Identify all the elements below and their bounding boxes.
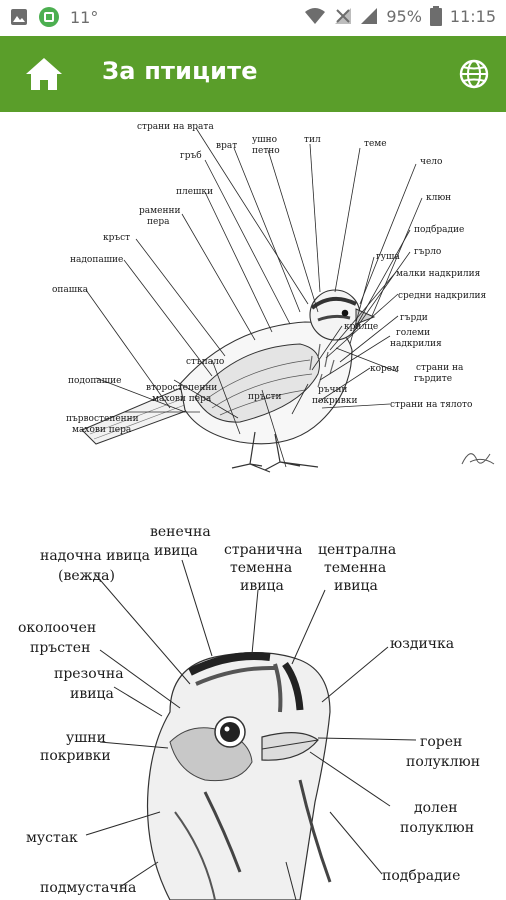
label-submoustachial: подмустачна [40, 880, 136, 896]
temperature-text: 11° [70, 7, 99, 27]
label-alula: крилце [344, 322, 378, 332]
label-back: гръб [180, 150, 202, 161]
globe-icon[interactable] [458, 58, 490, 90]
diagram2-leader-lines [85, 559, 417, 900]
label-undertail: подопашие [68, 376, 121, 386]
artist-signature [461, 453, 495, 465]
battery-icon [429, 6, 442, 26]
label-breast: гърди [400, 313, 428, 323]
label-moustache: мустак [26, 830, 78, 846]
label-neck-sides: страни на врата [137, 122, 214, 132]
battery-percent: 95% [386, 6, 422, 26]
app-bar: За птиците [0, 36, 506, 112]
signal-off-icon [335, 8, 352, 24]
bird-body-illustration [81, 289, 376, 473]
label-flanks: страни на тялото [390, 400, 472, 410]
label-chin: подбрадие [414, 224, 464, 235]
diagram1-leader-lines [85, 127, 423, 468]
label-foot: стъпало [186, 357, 224, 367]
label-tail: опашка [52, 285, 89, 295]
label-rump: кръст [103, 233, 130, 243]
label-throat: гърло [414, 247, 441, 257]
label-nape: врат [216, 141, 237, 151]
label-crop: гуша [376, 252, 400, 262]
label-crown: теме [364, 139, 387, 149]
label-scapulars: плешки [176, 187, 213, 197]
signal-icon [361, 8, 378, 24]
status-bar: 11° 95% 11:15 [0, 0, 506, 36]
label-uppertail: надопашие [70, 255, 123, 265]
clock-text: 11:15 [449, 6, 496, 26]
wifi-icon [305, 8, 326, 24]
label-lores: юздичка [390, 636, 454, 652]
page-title: За птиците [102, 57, 258, 85]
label-beak: клюн [426, 193, 451, 203]
home-icon[interactable] [24, 56, 64, 92]
label-occiput: тил [304, 135, 321, 145]
gallery-icon [11, 9, 27, 25]
bird-head-illustration [146, 652, 332, 900]
label-forehead: чело [420, 157, 442, 167]
label-chin-head: подбрадие [382, 868, 460, 884]
label-supercilium: надочна ивица(вежда) [40, 548, 150, 584]
label-belly: корем [370, 364, 399, 374]
label-median-coverts: средни надкрилия [398, 291, 487, 301]
label-toes: пръсти [248, 392, 282, 402]
app-notification-icon [39, 7, 59, 27]
label-lesser-coverts: малки надкрилия [396, 269, 481, 279]
